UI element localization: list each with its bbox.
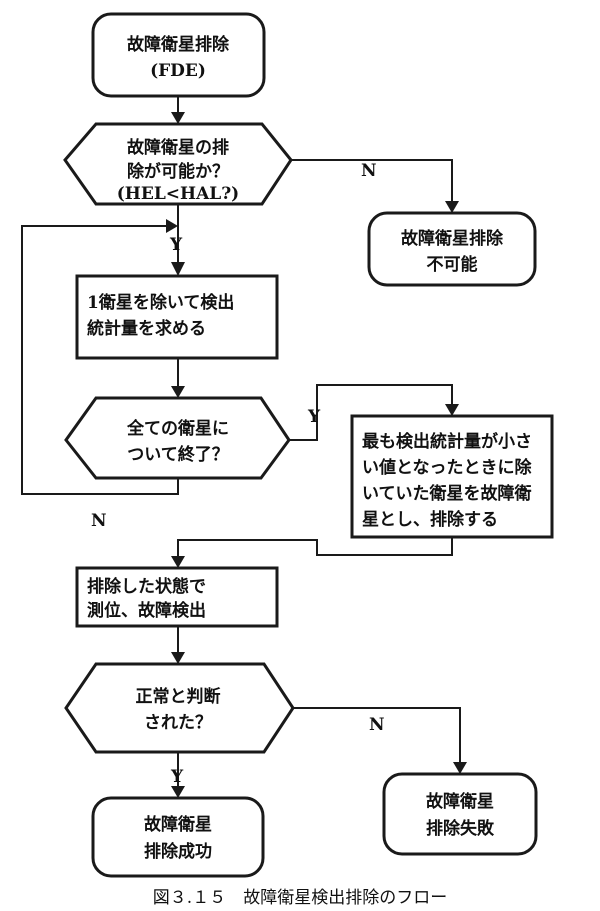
position-process	[75, 566, 279, 628]
connector-decision2-yes	[289, 384, 453, 441]
node-position: 排除した状態で 測位、故障検出	[75, 566, 279, 628]
start-terminal	[91, 12, 266, 98]
success-line2: 排除成功	[144, 841, 212, 862]
node-failure: 故障衛星 排除失敗	[382, 772, 538, 856]
decision-possible-line1: 故障衛星の排	[127, 137, 229, 158]
node-impossible: 故障衛星排除 不可能	[367, 211, 537, 287]
decision-all-shape	[64, 396, 291, 480]
node-success: 故障衛星 排除成功	[91, 796, 265, 878]
select-line2: い値となったときに除	[362, 457, 532, 478]
decision-all-line2: ついて終了？	[127, 444, 229, 465]
connector-decision3-no	[293, 707, 461, 762]
node-decision-normal: 正常と判断 された？	[64, 662, 295, 754]
connector-select-to-position	[177, 537, 453, 556]
label-possible-no: N	[361, 161, 377, 181]
impossible-line2: 不可能	[427, 254, 478, 275]
arrowhead-impossible	[445, 201, 459, 213]
impossible-terminal	[367, 211, 537, 287]
position-line2: 測位、故障検出	[87, 600, 206, 621]
decision-all-line1: 全ての衛星に	[126, 418, 229, 439]
decision-normal-shape	[64, 662, 295, 754]
position-line1: 排除した状態で	[87, 576, 206, 597]
failure-line2: 排除失敗	[426, 818, 495, 839]
arrowhead-decision1	[171, 112, 185, 124]
label-all-no: N	[91, 511, 107, 531]
connector-decision1-no	[291, 159, 453, 201]
branch-labels: N Y Y N N Y	[91, 161, 385, 787]
node-decision-possible: 故障衛星の排 除が可能か？ (HEL<HAL?)	[63, 122, 293, 206]
compute-line2: 統計量を求める	[87, 318, 206, 339]
select-line1: 最も検出統計量が小さ	[362, 431, 532, 452]
decision-possible-line2: 除が可能か？	[127, 161, 229, 182]
arrowhead-failure	[453, 762, 467, 774]
select-line3: いていた衛星を故障衛	[362, 483, 532, 504]
node-start: 故障衛星排除 (FDE)	[91, 12, 266, 98]
compute-line1: 1衛星を除いて検出	[87, 292, 234, 313]
label-all-yes: Y	[307, 407, 321, 427]
decision-normal-line1: 正常と判断	[136, 686, 221, 707]
arrowhead-decision3	[171, 652, 185, 664]
success-terminal	[91, 796, 265, 878]
arrowhead-decision2	[171, 386, 185, 398]
node-compute: 1衛星を除いて検出 統計量を求める	[75, 274, 279, 360]
select-line4: 星とし、排除する	[362, 509, 498, 530]
failure-terminal	[382, 772, 538, 856]
arrowhead-compute	[171, 262, 185, 276]
failure-line1: 故障衛星	[426, 791, 494, 812]
connector-decision2-no-loop	[21, 225, 179, 495]
start-text-line1: 故障衛星排除	[127, 34, 230, 55]
arrowhead-loop	[166, 219, 178, 233]
arrowhead-success	[171, 786, 185, 798]
start-text-line2: (FDE)	[150, 61, 206, 81]
node-select: 最も検出統計量が小さ い値となったときに除 いていた衛星を故障衛 星とし、排除す…	[350, 414, 554, 539]
select-process	[350, 414, 554, 539]
arrowhead-select	[445, 404, 459, 416]
decision-possible-shape	[63, 122, 293, 206]
decision-possible-line3: (HEL<HAL?)	[117, 184, 239, 204]
connectors	[21, 96, 467, 798]
compute-process	[75, 274, 279, 360]
node-decision-all: 全ての衛星に ついて終了？	[64, 396, 291, 480]
label-normal-yes: Y	[170, 767, 184, 787]
success-line1: 故障衛星	[144, 814, 212, 835]
figure-caption: 図３.１５ 故障衛星検出排除のフロー	[153, 888, 447, 908]
impossible-line1: 故障衛星排除	[401, 228, 504, 249]
decision-normal-line2: された？	[144, 713, 212, 733]
arrowhead-position	[171, 556, 185, 568]
label-possible-yes: Y	[169, 235, 183, 255]
label-normal-no: N	[369, 715, 385, 735]
